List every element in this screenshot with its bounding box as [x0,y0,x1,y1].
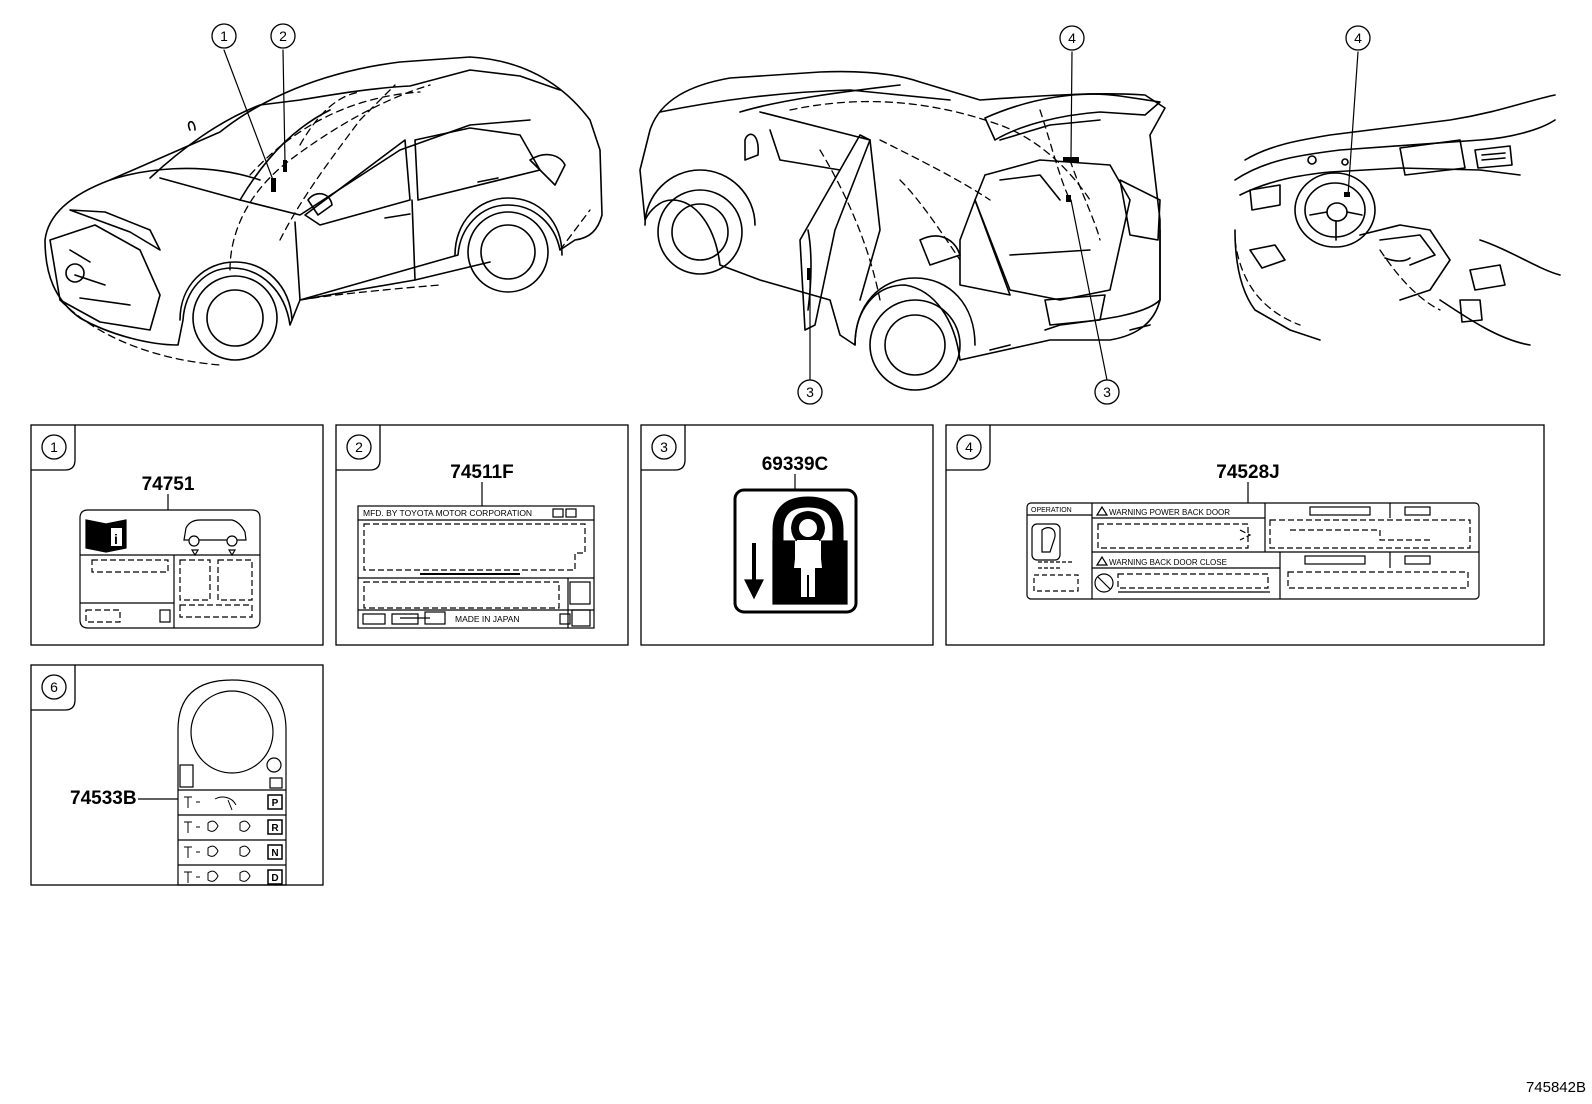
callout-3-right-number: 3 [1103,384,1111,400]
plate-maker-text: MFD. BY TOYOTA MOTOR CORPORATION [363,508,532,518]
no-hand-icon [1094,573,1114,593]
warning-top-text: WARNING POWER BACK DOOR [1109,508,1230,517]
callout-3-left-number: 3 [806,384,814,400]
label-74533B [138,679,287,886]
panel-2 [335,424,629,646]
label-74511F [357,482,595,629]
vehicle-tire-icon [183,519,247,557]
manual-book-icon: i [85,519,127,553]
callout-4-rear-number: 4 [1068,30,1076,46]
callout-2-number: 2 [279,28,287,44]
plate-origin-text: MADE IN JAPAN [455,614,520,624]
vehicle-rear-view [639,70,1166,391]
callout-1-number: 1 [220,28,228,44]
callout-4-interior [1345,25,1371,51]
label-74528J [1026,482,1480,600]
part-number-74511F: 74511F [450,462,513,483]
operation-text: OPERATION [1031,507,1072,514]
warning-bottom-text: WARNING BACK DOOR CLOSE [1109,558,1227,567]
hand-press-icon [1031,523,1072,569]
shift-letter-r: R [271,823,279,834]
panel-2-index: 2 [355,439,363,455]
child-lock-icon [772,496,848,605]
panel-4-index: 4 [965,439,973,455]
down-arrow-icon [744,543,764,600]
part-number-74751: 74751 [142,474,195,495]
panel-1 [30,424,324,646]
shift-letter-d: D [271,873,278,884]
panel-6 [30,664,324,886]
part-number-74533B: 74533B [70,788,137,809]
label-74751: i [79,494,261,629]
part-number-74528J: 74528J [1216,462,1279,483]
panel-3-index: 3 [660,439,668,455]
callout-1 [211,23,237,49]
callout-2 [270,23,296,49]
part-number-69339C: 69339C [762,454,829,475]
vehicle-interior-hidden-lines [1234,239,1441,326]
panel-1-index: 1 [50,439,58,455]
vehicle-rear-hidden-lines [789,100,1101,301]
panel-4 [945,424,1545,646]
shift-letter-p: P [272,798,279,809]
callout-4-interior-number: 4 [1354,30,1362,46]
vehicle-front-view [44,56,603,361]
svg-text:i: i [114,531,118,547]
vehicle-front-hidden-lines [59,84,591,366]
shift-letter-n: N [271,848,278,859]
panel-6-index: 6 [50,679,58,695]
label-69339C [733,474,858,614]
shift-row-icons [184,796,251,883]
callout-3-left [797,379,823,405]
callout-3-right [1094,379,1120,405]
callouts [211,23,1371,405]
figure-id: 745842B [1526,1079,1586,1096]
callout-4-rear [1059,25,1085,51]
vehicle-interior-view [1234,94,1561,346]
panel-3 [640,424,934,646]
